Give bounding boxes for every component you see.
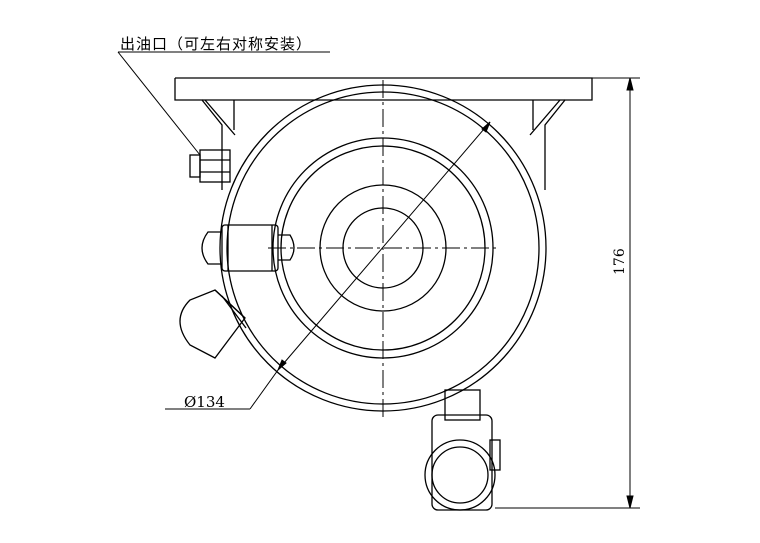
- height-dimension: [495, 77, 640, 509]
- diameter-dimension: [165, 121, 491, 410]
- diameter-label: Ø134: [184, 393, 225, 411]
- outlet-note-label: 出油口（可左右对称安装）: [120, 35, 313, 53]
- cable-gland: [179, 289, 247, 359]
- bottom-connector: [424, 389, 501, 511]
- center-lines: [268, 80, 500, 418]
- height-label: 176: [612, 248, 628, 275]
- side-plug: [201, 224, 295, 272]
- mounting-flange: [174, 77, 593, 190]
- outlet-fitting: [117, 51, 330, 183]
